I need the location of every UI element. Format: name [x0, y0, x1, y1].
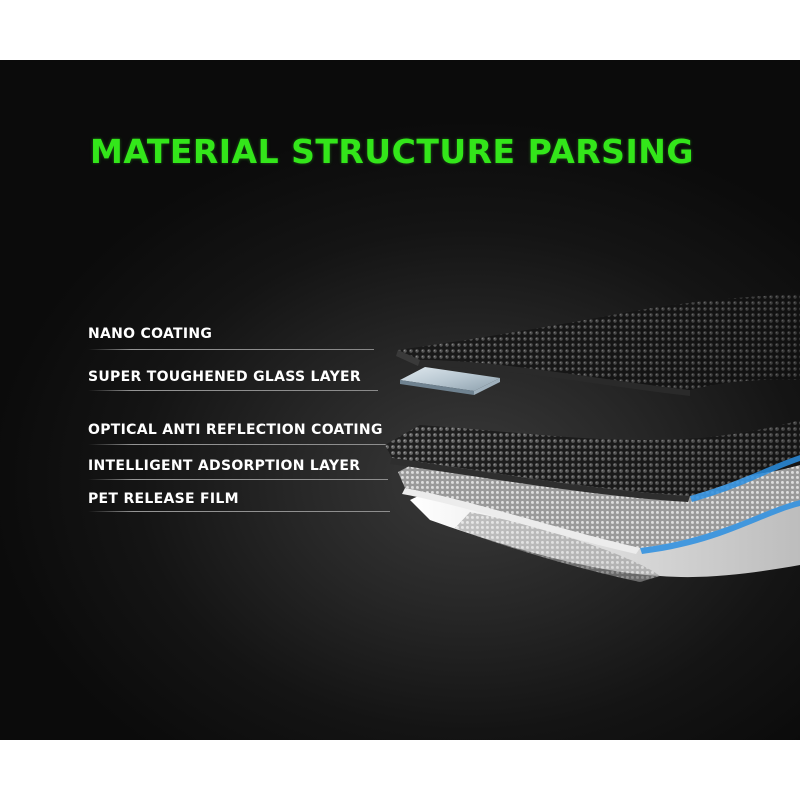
- leader-line: [88, 444, 388, 445]
- layer-stack-illustration: [385, 294, 800, 582]
- leader-line: [88, 390, 378, 391]
- leader-line: [88, 479, 388, 480]
- glass-layer: [400, 367, 500, 395]
- leader-line: [88, 511, 390, 512]
- banner-title: MATERIAL STRUCTURE PARSING: [90, 132, 694, 171]
- label-adsorption-layer: INTELLIGENT ADSORPTION LAYER: [88, 458, 361, 474]
- label-anti-reflection: OPTICAL ANTI REFLECTION COATING: [88, 422, 383, 438]
- label-pet-film: PET RELEASE FILM: [88, 491, 239, 507]
- nano-coating-layer: [396, 294, 800, 396]
- product-banner: MATERIAL STRUCTURE PARSING NANO COATING …: [0, 60, 800, 740]
- leader-line: [88, 349, 374, 350]
- label-glass-layer: SUPER TOUGHENED GLASS LAYER: [88, 369, 361, 385]
- label-nano-coating: NANO COATING: [88, 326, 213, 342]
- anti-reflection-layer: [385, 420, 800, 502]
